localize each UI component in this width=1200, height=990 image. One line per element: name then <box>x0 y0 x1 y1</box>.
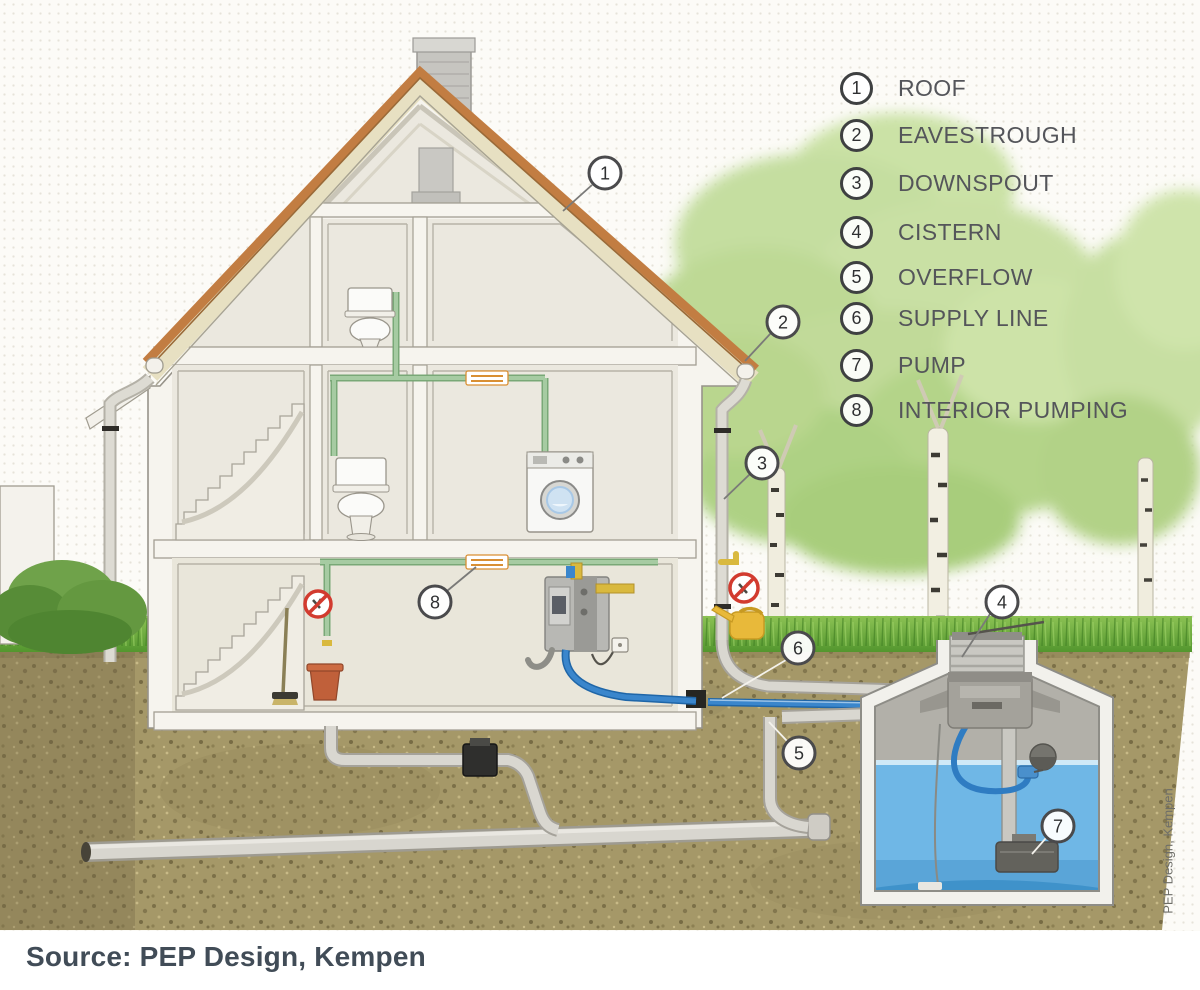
basement-floor <box>153 711 697 731</box>
birch-trunk <box>916 374 964 641</box>
house-drain-pipe <box>324 726 560 837</box>
toilet-ground-floor <box>332 457 390 541</box>
eavestrough-left <box>145 357 164 374</box>
toilet-second-floor <box>344 287 396 348</box>
legend-item-roof: 1 ROOF <box>840 71 966 105</box>
legend-item-label: DOWNSPOUT <box>898 169 1054 196</box>
pump-riser-pipe <box>1001 719 1017 845</box>
backflow-valve <box>462 743 498 777</box>
staircase-basement <box>175 575 305 711</box>
legend-number-circle: 6 <box>840 301 873 335</box>
interior-pumping-station <box>525 562 635 670</box>
non-potable-tag <box>465 370 509 386</box>
sewer-pipe <box>81 813 831 862</box>
legend-item-label: OVERFLOW <box>898 263 1033 290</box>
legend-item-supply-line: 6 SUPPLY LINE <box>840 301 1049 335</box>
callout-cistern: 4 <box>961 584 1020 658</box>
legend-item-pump: 7 PUMP <box>840 348 966 382</box>
legend-item-cistern: 4 CISTERN <box>840 215 1002 249</box>
legend-item-interior-pumping: 8 INTERIOR PUMPING <box>840 393 1128 427</box>
legend-item-label: INTERIOR PUMPING <box>898 396 1129 423</box>
callout-roof: 1 <box>562 155 623 212</box>
cistern-riser <box>949 620 1045 673</box>
callout-number: 5 <box>794 744 804 764</box>
legend-number-circle: 8 <box>840 393 873 427</box>
callout-number: 2 <box>778 313 788 333</box>
watering-can <box>711 605 765 640</box>
no-drinking-sign <box>303 589 333 619</box>
legend-item-label: ROOF <box>898 74 967 101</box>
legend-item-overflow: 5 OVERFLOW <box>840 260 1033 294</box>
flower-pot <box>306 663 344 701</box>
overflow-pipe <box>763 707 873 834</box>
callout-downspout: 3 <box>723 445 780 500</box>
roof-shingles <box>142 65 759 373</box>
bush <box>0 560 147 654</box>
house-cross-section <box>147 37 751 731</box>
callout-supply-line: 6 <box>721 630 816 699</box>
callout-number: 8 <box>430 593 440 613</box>
eavestrough-right <box>736 363 755 380</box>
legend-number-circle: 3 <box>840 166 873 200</box>
ground-floor-slab <box>153 539 697 559</box>
source-caption: Source: PEP Design, Kempen <box>26 941 426 972</box>
power-cable <box>590 649 615 666</box>
downspout-left <box>85 357 164 662</box>
callout-eavestrough: 2 <box>744 304 801 362</box>
callout-pump: 7 <box>1031 808 1076 855</box>
rainwater-tap <box>718 551 739 565</box>
attic-floor <box>301 202 569 218</box>
callout-interior-pumping: 8 <box>417 566 477 620</box>
pump <box>995 834 1059 873</box>
vertical-credit: PEP Design, Kempen <box>1160 788 1176 914</box>
footer-background <box>0 931 1200 990</box>
non-potable-tag <box>465 554 509 570</box>
legend-item-downspout: 3 DOWNSPOUT <box>840 166 1054 200</box>
callout-number: 3 <box>757 454 767 474</box>
callout-number: 7 <box>1053 817 1063 837</box>
broom <box>272 607 298 705</box>
callout-number: 6 <box>793 639 803 659</box>
callout-number: 4 <box>997 593 1007 613</box>
legend-number-circle: 1 <box>840 71 873 105</box>
legend-number-circle: 5 <box>840 260 873 294</box>
pump-outlet-fitting <box>595 583 635 594</box>
cistern-inlet-pipe <box>715 639 935 698</box>
legend-number-circle: 4 <box>840 215 873 249</box>
basement-tap <box>322 640 332 646</box>
legend-item-label: EAVESTROUGH <box>898 121 1078 148</box>
callout-number: 1 <box>600 164 610 184</box>
second-floor-slab <box>153 346 697 366</box>
floating-intake-hose <box>951 724 1032 795</box>
legend-item-label: CISTERN <box>898 218 1002 245</box>
downspout-right <box>714 363 755 642</box>
legend-number-circle: 2 <box>840 118 873 152</box>
birch-trunk <box>1137 457 1154 637</box>
washing-machine <box>526 451 594 533</box>
cistern-wall <box>862 640 1112 904</box>
legend-item-label: SUPPLY LINE <box>898 304 1049 331</box>
legend-item-label: PUMP <box>898 351 967 378</box>
callout-overflow: 5 <box>768 721 817 771</box>
staircase-ground-floor <box>175 403 305 541</box>
cistern-filter-unit <box>920 672 1060 729</box>
pump-cable <box>933 723 941 885</box>
roof <box>142 65 759 391</box>
legend-item-eavestrough: 2 EAVESTROUGH <box>840 118 1077 152</box>
legend-number-circle: 7 <box>840 348 873 382</box>
no-drinking-sign-outdoor <box>728 572 760 604</box>
